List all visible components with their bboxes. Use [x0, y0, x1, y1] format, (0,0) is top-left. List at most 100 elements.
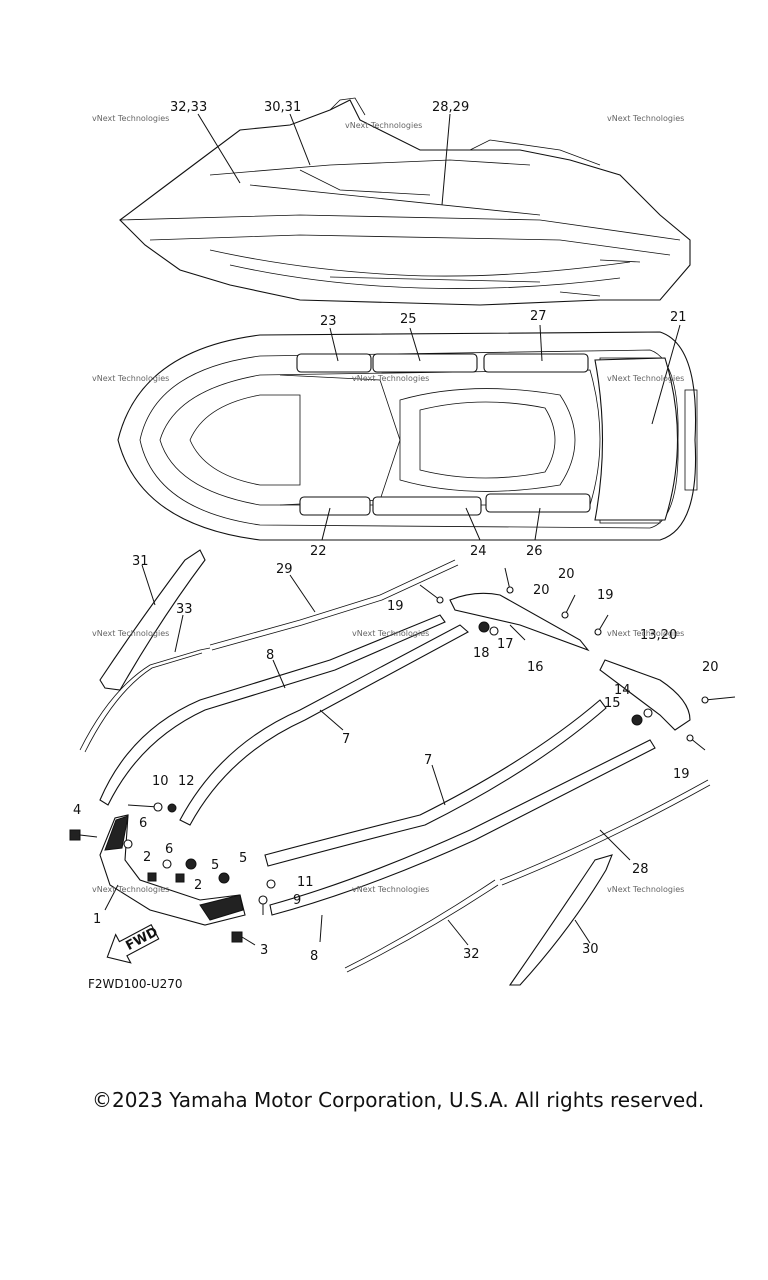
bracket-16 [449, 592, 590, 652]
side-view-hull [119, 97, 691, 306]
callout-16: 16 [527, 660, 544, 675]
callout-12: 12 [178, 774, 195, 789]
callout-28: 28 [632, 862, 649, 877]
callout-26: 26 [526, 544, 543, 559]
decal-33 [79, 647, 211, 751]
decal-31 [99, 549, 206, 691]
decal-28 [499, 779, 709, 881]
washer-14 [643, 708, 653, 718]
callout-18: 18 [473, 646, 490, 661]
callout-2b: 2 [194, 878, 202, 893]
washer-17 [489, 626, 499, 636]
rivet-20b [561, 594, 576, 619]
washer-6a [123, 839, 133, 849]
callout-33: 33 [176, 602, 193, 617]
callout-20a: 20 [533, 583, 550, 598]
decal-29 [209, 559, 456, 646]
callout-17: 17 [497, 637, 514, 652]
rivet-20a [504, 567, 514, 594]
callout-8-lower: 8 [310, 949, 318, 964]
callout-20c: 20 [702, 660, 719, 675]
callout-20b: 20 [558, 567, 575, 582]
mat-27 [483, 353, 589, 373]
callout-32: 32 [463, 947, 480, 962]
callout-21: 21 [670, 310, 687, 325]
parts-diagram: 32,33 30,31 28,29 23 25 27 21 22 24 26 3… [69, 97, 736, 986]
callout-14: 14 [614, 683, 631, 698]
callout-5b: 5 [239, 851, 247, 866]
callout-4: 4 [73, 803, 81, 818]
callout-6a: 6 [139, 816, 147, 831]
callout-2a: 2 [143, 850, 151, 865]
nut-5a [185, 858, 197, 870]
bracket-13 [599, 659, 691, 731]
watermark: vNext Technologies [352, 629, 429, 638]
callout-19c: 19 [673, 767, 690, 782]
mat-26 [485, 493, 591, 513]
bolt-3 [231, 931, 256, 946]
nut-12 [167, 803, 177, 813]
callout-25: 25 [400, 312, 417, 327]
callout-30-31: 30,31 [264, 100, 301, 115]
callout-9: 9 [293, 893, 301, 908]
fwd-label: FWD [123, 925, 160, 954]
callout-32-33: 32,33 [170, 100, 207, 115]
mat-21 [594, 357, 678, 521]
rivet-9 [258, 895, 268, 915]
callout-19b: 19 [597, 588, 614, 603]
bolt-10 [127, 802, 163, 812]
callout-28-29: 28,29 [432, 100, 469, 115]
watermark: vNext Technologies [607, 374, 684, 383]
rub-rail-8-lower [269, 739, 656, 916]
callout-24: 24 [470, 544, 487, 559]
bolt-2b [175, 873, 185, 883]
rail-7-lower [264, 699, 607, 867]
fwd-arrow: FWD [106, 923, 161, 964]
nut-15 [631, 714, 643, 726]
rail-7-upper [179, 624, 469, 826]
callout-8-upper: 8 [266, 648, 274, 663]
diagram-code: F2WD100-U270 [88, 977, 183, 991]
callout-27: 27 [530, 309, 547, 324]
callout-30: 30 [582, 942, 599, 957]
mat-24 [372, 496, 482, 516]
top-view-hull [117, 331, 698, 541]
callout-6b: 6 [165, 842, 173, 857]
callout-7-lower: 7 [424, 753, 432, 768]
mat-22 [299, 496, 371, 516]
watermark: vNext Technologies [92, 885, 169, 894]
callout-1: 1 [93, 912, 101, 927]
bolt-2a [147, 872, 157, 882]
callout-15: 15 [604, 696, 621, 711]
watermark: vNext Technologies [352, 885, 429, 894]
callout-13-20: 13,20 [640, 628, 677, 643]
decal-32 [344, 879, 496, 969]
rub-rail-8-upper [99, 614, 446, 806]
watermark: vNext Technologies [607, 885, 684, 894]
callout-5a: 5 [211, 858, 219, 873]
rivet-20c [701, 696, 736, 704]
rivet-19c [686, 734, 706, 751]
callout-19a: 19 [387, 599, 404, 614]
watermark: vNext Technologies [607, 629, 684, 638]
mat-25 [372, 353, 478, 373]
callout-3: 3 [260, 943, 268, 958]
copyright-notice: ©2023 Yamaha Motor Corporation, U.S.A. A… [92, 1088, 705, 1112]
washer-11 [266, 879, 276, 889]
callout-29: 29 [276, 562, 293, 577]
front-bracket-1 [99, 814, 246, 926]
callout-23: 23 [320, 314, 337, 329]
watermark: vNext Technologies [92, 114, 169, 123]
watermark: vNext Technologies [92, 629, 169, 638]
callout-22: 22 [310, 544, 327, 559]
mat-23 [296, 353, 372, 373]
callout-10: 10 [152, 774, 169, 789]
watermark: vNext Technologies [92, 374, 169, 383]
rivet-19a [419, 584, 444, 604]
callout-7-upper: 7 [342, 732, 350, 747]
watermark: vNext Technologies [352, 374, 429, 383]
decal-30 [508, 854, 613, 986]
washer-6b [162, 859, 172, 869]
nut-18 [478, 621, 490, 633]
nut-5b [218, 872, 230, 884]
